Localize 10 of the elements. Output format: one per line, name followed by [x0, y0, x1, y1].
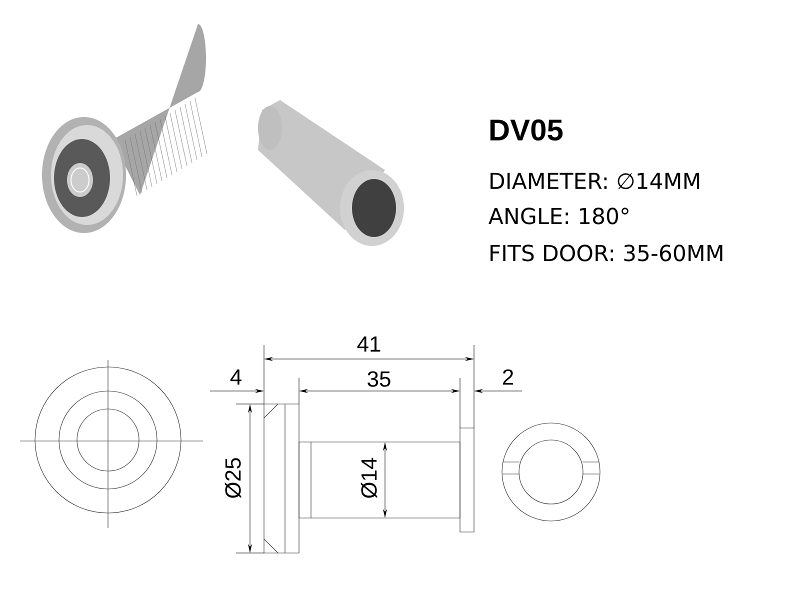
dimension-label: 2 [503, 369, 514, 385]
dimension-label: Ø14 [360, 458, 378, 498]
spec-text: ANGLE: 180° [488, 208, 628, 224]
dimension-label: 4 [230, 369, 242, 385]
product-title: DV05 [490, 119, 563, 141]
dimension-label: 35 [368, 371, 390, 387]
spec-text: DIAMETER: ∅14MM [490, 172, 700, 190]
spec-text: FITS DOOR: 35-60MM [490, 244, 722, 262]
dimension-label: 41 [357, 336, 380, 352]
dimension-label: Ø25 [224, 458, 242, 498]
